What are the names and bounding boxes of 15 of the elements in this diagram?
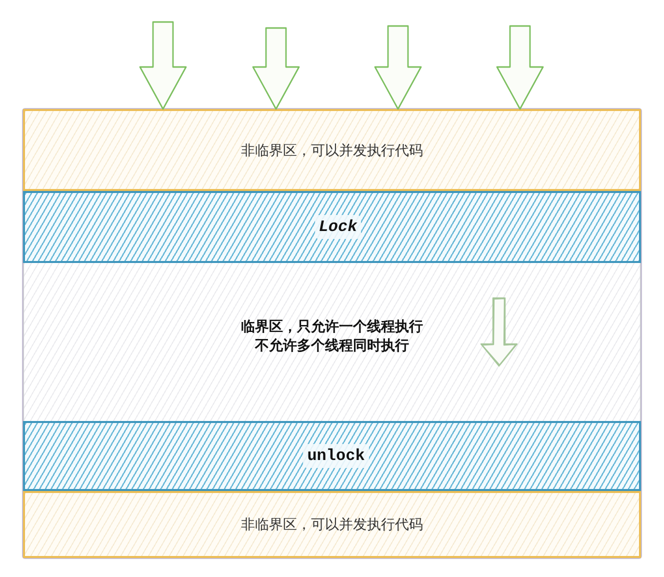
lock-band [23,191,641,263]
band-label: 非临界区，可以并发执行代码 [241,140,423,160]
unlock-band [23,421,641,491]
block-arrow [139,21,187,110]
critical-section-band [23,263,641,421]
non-critical-band [23,491,641,558]
lock-label: Lock [314,215,362,239]
non-critical-band [23,109,641,191]
outer-frame [22,108,642,559]
block-arrow [252,27,300,110]
block-arrow [374,25,422,110]
block-arrow [496,25,544,110]
band-label: 非临界区，可以并发执行代码 [241,515,423,534]
unlock-label: unlock [303,444,369,468]
critical-section-label: 临界区，只允许一个线程执行不允许多个线程同时执行 [240,317,424,355]
